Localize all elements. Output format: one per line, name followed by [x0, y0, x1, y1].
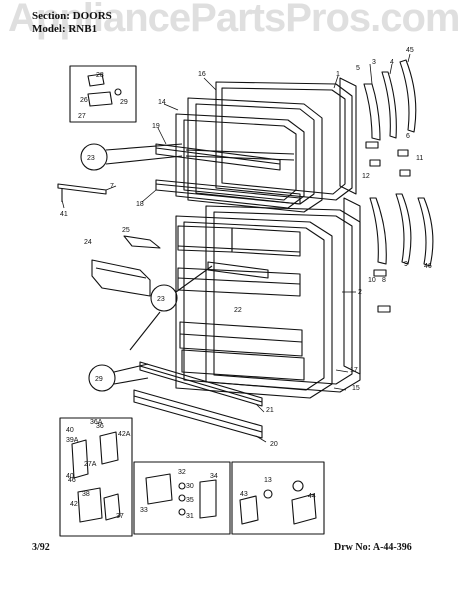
section-title: Section: DOORS [32, 10, 112, 22]
magnifier-29 [88, 363, 149, 392]
callout-29-inset: 29 [120, 99, 128, 106]
model-title: Model: RNB1 [32, 23, 98, 35]
magnifier-23-mid [129, 265, 213, 351]
freezer-gasket-frame [215, 81, 353, 201]
callout-27: 27 [78, 113, 86, 120]
callout-22: 22 [234, 307, 242, 314]
callout-7: 7 [110, 183, 114, 190]
callout-28: 28 [96, 72, 104, 79]
callout-21: 21 [266, 407, 274, 414]
callout-19: 19 [152, 123, 160, 130]
fresh-food-gasket-frame [205, 205, 361, 393]
callout-26: 26 [80, 97, 88, 104]
callout-43: 43 [240, 491, 248, 498]
callout-46-right: 46 [424, 263, 432, 270]
callout-42a: 42A [118, 431, 131, 438]
upper-handle-parts [363, 59, 417, 177]
callout-17: 17 [350, 367, 358, 374]
callout-44: 44 [308, 493, 316, 500]
retainer-bar [57, 183, 107, 202]
callout-10: 10 [368, 277, 376, 284]
callout-4: 4 [390, 59, 394, 66]
lower-handle-parts [369, 193, 434, 313]
callout-35: 35 [186, 497, 194, 504]
callout-34: 34 [210, 473, 218, 480]
callout-27a: 27A [84, 461, 97, 468]
callout-14: 14 [158, 99, 166, 106]
freezer-door-liner [175, 97, 323, 213]
callout-32: 32 [178, 469, 186, 476]
callout-16: 16 [198, 71, 206, 78]
callout-30: 30 [186, 483, 194, 490]
callout-41: 41 [60, 211, 68, 218]
callout-40-top: 40 [66, 427, 74, 434]
callout-33: 33 [140, 507, 148, 514]
freezer-shelf-bar [155, 143, 281, 171]
callout-36: 36 [96, 423, 104, 430]
trim-strip-21 [139, 361, 263, 407]
callout-3: 3 [372, 59, 376, 66]
callout-29-mag: 29 [95, 376, 103, 383]
callout-39a: 39A [66, 437, 79, 444]
callout-8: 8 [382, 277, 386, 284]
callout-2: 2 [358, 289, 362, 296]
watermark: AppliancePartsPros.com [8, 0, 458, 40]
callout-23-top: 23 [87, 155, 95, 162]
hinge-kit-box-left [59, 417, 133, 537]
callout-15: 15 [352, 385, 360, 392]
callout-36a: 36A [90, 419, 103, 426]
fresh-food-outer-panel [343, 197, 361, 375]
callout-12: 12 [362, 173, 370, 180]
callout-42: 42 [70, 501, 78, 508]
freezer-outer-panel [339, 77, 357, 195]
footer-date: 3/92 [32, 542, 50, 553]
callout-24: 24 [84, 239, 92, 246]
callout-6: 6 [406, 133, 410, 140]
callout-11: 11 [416, 155, 423, 162]
dairy-cover [123, 235, 161, 249]
trim-strip-20 [133, 389, 263, 439]
hinge-kit-box-center [133, 461, 231, 535]
leader-lines [61, 53, 411, 443]
callout-18: 18 [136, 201, 144, 208]
callout-38: 38 [82, 491, 90, 498]
callout-13: 13 [264, 477, 272, 484]
callout-45: 45 [406, 47, 414, 54]
callout-9: 9 [404, 261, 408, 268]
hinge-inset-box [69, 65, 137, 123]
callout-31: 31 [186, 513, 194, 520]
callout-5: 5 [356, 65, 360, 72]
callout-labels: 1 2 3 4 5 6 7 8 9 10 11 12 13 14 15 16 1… [60, 47, 432, 520]
callout-23-mid: 23 [157, 296, 165, 303]
door-shelf-bar [207, 261, 269, 279]
callout-1: 1 [336, 71, 340, 78]
callout-46-inset: 46 [68, 477, 76, 484]
callout-37: 37 [116, 513, 124, 520]
magnifier-23-top [80, 143, 183, 171]
callout-20: 20 [270, 441, 278, 448]
footer-drawing-number: Drw No: A-44-396 [334, 542, 412, 553]
hinge-kit-box-right [231, 461, 325, 535]
dairy-bin [91, 259, 151, 297]
callout-25: 25 [122, 227, 130, 234]
freezer-bottom-trim [155, 179, 301, 205]
callout-40-mid: 40 [66, 473, 74, 480]
fresh-food-door-liner [175, 215, 333, 399]
